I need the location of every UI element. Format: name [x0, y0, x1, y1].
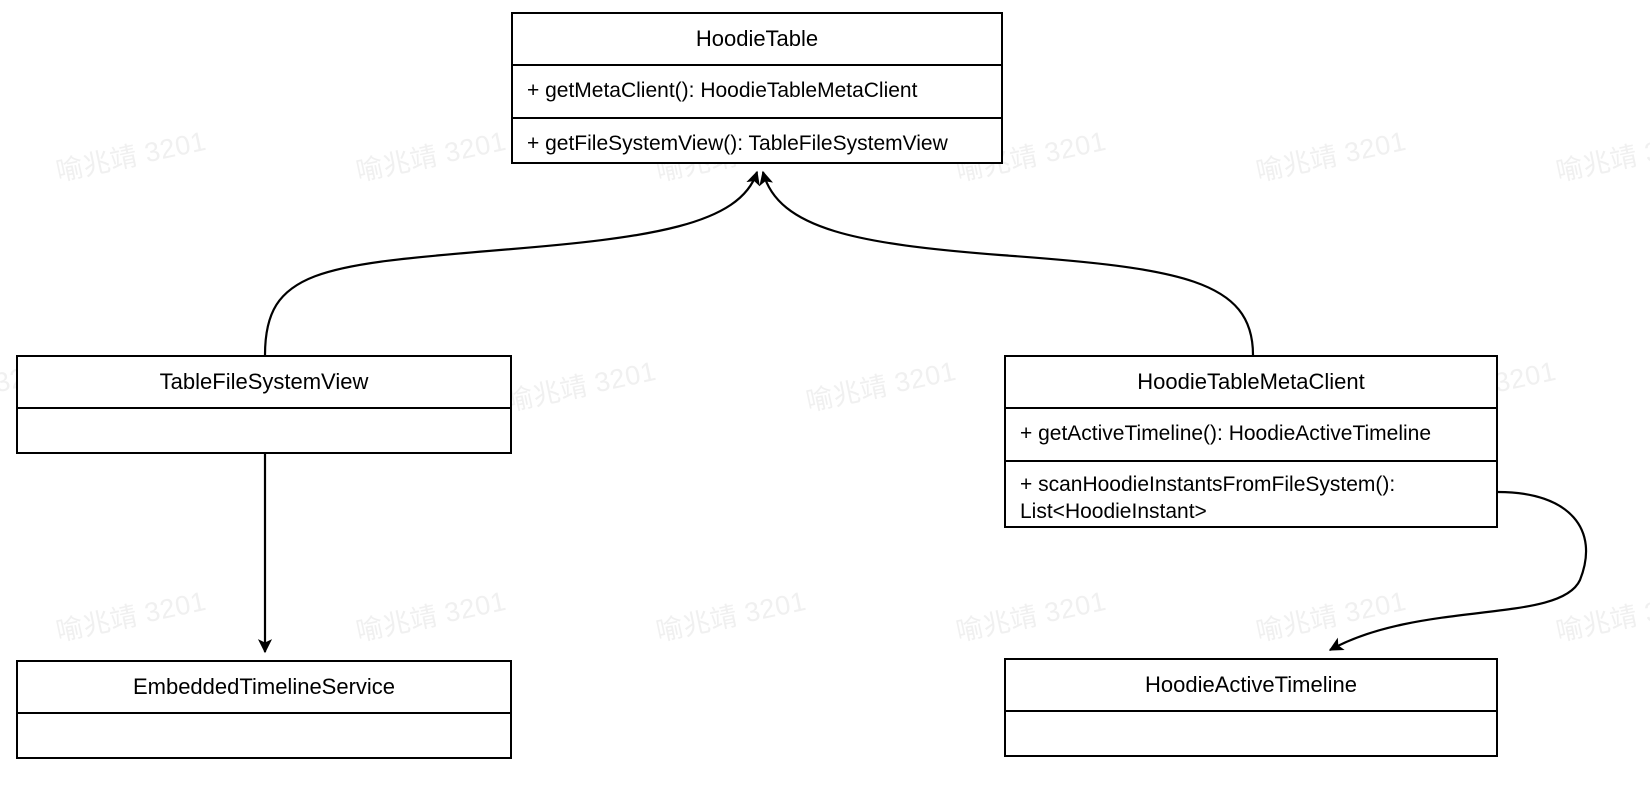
watermark-label: 喻兆靖 3201 — [1553, 585, 1650, 648]
class-box-table-file-system-view[interactable]: TableFileSystemView — [16, 355, 512, 454]
class-box-hoodie-active-timeline[interactable]: HoodieActiveTimeline — [1004, 658, 1498, 757]
class-compartment-hoodie-table-meta-client-1: + scanHoodieInstantsFromFileSystem(): Lis… — [1006, 462, 1496, 536]
watermark-label: 喻兆靖 3201 — [353, 585, 509, 648]
class-member-line: + getFileSystemView(): TableFileSystemVi… — [527, 132, 948, 156]
watermark-label: 喻兆靖 3201 — [503, 355, 659, 418]
class-title-hoodie-active-timeline: HoodieActiveTimeline — [1006, 660, 1496, 713]
class-compartment-embedded-timeline-service-0 — [18, 714, 510, 770]
class-compartment-table-file-system-view-0 — [18, 409, 510, 465]
watermark-label: 喻兆靖 3201 — [953, 585, 1109, 648]
watermark-label: 喻兆靖 3201 — [1553, 125, 1650, 188]
class-compartment-hoodie-active-timeline-0 — [1006, 712, 1496, 768]
class-box-embedded-timeline-service[interactable]: EmbeddedTimelineService — [16, 660, 512, 759]
class-box-hoodie-table[interactable]: HoodieTable + getMetaClient(): HoodieTabl… — [511, 12, 1003, 164]
watermark-label: 喻兆靖 3201 — [53, 125, 209, 188]
class-compartment-hoodie-table-meta-client-0: + getActiveTimeline(): HoodieActiveTimel… — [1006, 409, 1496, 463]
watermark-label: 喻兆靖 3201 — [353, 125, 509, 188]
class-title-embedded-timeline-service: EmbeddedTimelineService — [18, 662, 510, 715]
class-box-hoodie-table-meta-client[interactable]: HoodieTableMetaClient + getActiveTimeline… — [1004, 355, 1498, 528]
watermark-label: 喻兆靖 3201 — [803, 355, 959, 418]
class-compartment-hoodie-table-0: + getMetaClient(): HoodieTableMetaClient — [513, 66, 1001, 120]
edge-tablefilesystemview-to-hoodietable — [263, 170, 760, 356]
edge-hoodietablemetaclient-to-hoodietable — [759, 170, 1255, 356]
watermark-label: 喻兆靖 3201 — [53, 585, 209, 648]
class-member-line: + scanHoodieInstantsFromFileSystem(): — [1020, 473, 1396, 497]
class-member-line: List<HoodieInstant> — [1020, 500, 1207, 524]
watermark-label: 喻兆靖 3201 — [1253, 585, 1409, 648]
class-member-line: + getMetaClient(): HoodieTableMetaClient — [527, 79, 918, 103]
class-compartment-hoodie-table-1: + getFileSystemView(): TableFileSystemVi… — [513, 119, 1001, 170]
watermark-label: 喻兆靖 3201 — [1253, 125, 1409, 188]
class-member-line: + getActiveTimeline(): HoodieActiveTimel… — [1020, 422, 1432, 446]
watermark-label: 喻兆靖 3201 — [653, 585, 809, 648]
class-title-table-file-system-view: TableFileSystemView — [18, 357, 510, 410]
class-title-hoodie-table: HoodieTable — [513, 14, 1001, 67]
class-title-hoodie-table-meta-client: HoodieTableMetaClient — [1006, 357, 1496, 410]
